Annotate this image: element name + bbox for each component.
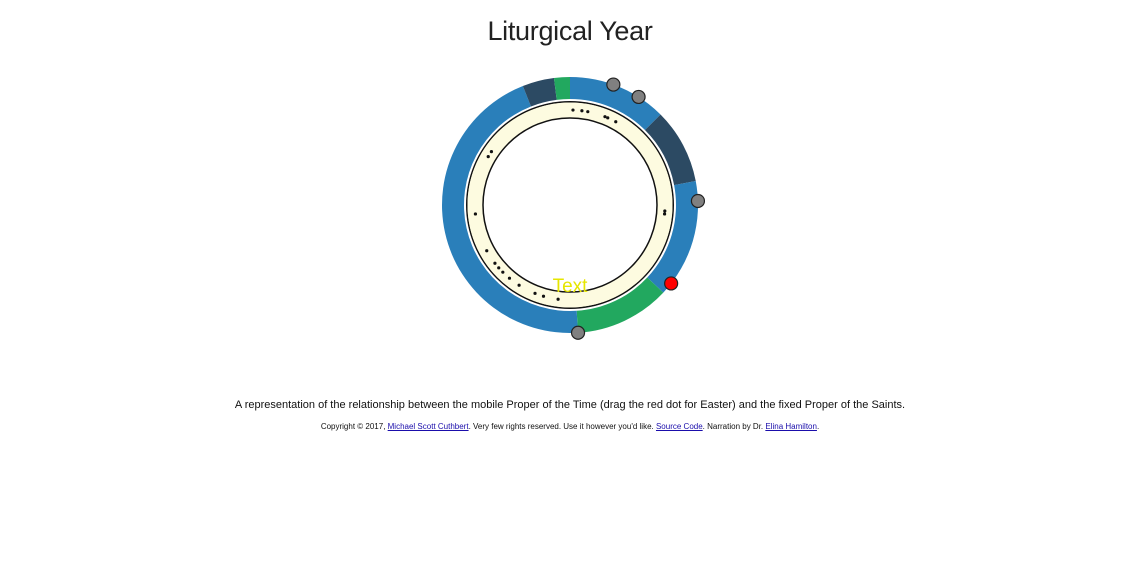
easter-handle[interactable] xyxy=(664,276,679,291)
outer-segment-ordinary xyxy=(441,85,579,334)
saint-day-dot xyxy=(580,109,584,113)
saint-days xyxy=(473,108,667,301)
proper-of-time-outer-ring xyxy=(441,77,698,334)
advent-handle[interactable] xyxy=(606,77,621,92)
saint-day-dot xyxy=(507,276,512,280)
narrator-link[interactable]: Elina Hamilton xyxy=(765,422,817,431)
saint-day-dot xyxy=(485,249,489,253)
saint-day-dot xyxy=(501,270,505,274)
season-handles[interactable] xyxy=(570,77,706,340)
saint-day-dot xyxy=(486,155,490,159)
description: A representation of the relationship bet… xyxy=(234,399,906,411)
saint-day-dot xyxy=(556,297,560,301)
saint-day-dot xyxy=(473,212,478,216)
copyright-suffix: . xyxy=(816,422,820,431)
narration-text: . Narration by Dr. xyxy=(702,422,766,431)
saint-day-dot xyxy=(603,115,607,119)
outer-segment-penitential xyxy=(644,114,696,186)
saint-day-dot xyxy=(533,291,537,295)
saints-ring-inner-border xyxy=(482,117,658,293)
saint-day-dot xyxy=(662,212,667,216)
page-title: Liturgical Year xyxy=(487,16,653,46)
outer-segment-penitential xyxy=(522,78,557,107)
saint-day-dot xyxy=(663,209,667,213)
saint-day-dot xyxy=(571,108,575,112)
saint-day-dot xyxy=(586,110,590,114)
outer-segment-ordinary xyxy=(647,181,698,293)
author-link[interactable]: Michael Scott Cuthbert xyxy=(387,422,469,431)
copyright-footer: Copyright © 2017, Michael Scott Cuthbert… xyxy=(0,422,1140,431)
saint-day-dot xyxy=(614,120,618,124)
liturgical-year-wheel[interactable]: Text xyxy=(420,55,720,355)
copyright-middle: . Very few rights reserved. Use it howev… xyxy=(468,422,656,431)
pentecost-handle[interactable] xyxy=(570,325,586,340)
copyright-prefix: Copyright © 2017, xyxy=(320,422,388,431)
lent-handle[interactable] xyxy=(690,193,706,209)
saint-day-dot xyxy=(497,266,501,270)
saint-day-dot xyxy=(606,116,610,120)
saint-day-dot xyxy=(493,261,497,265)
saint-day-dot xyxy=(541,294,546,298)
saint-day-dot xyxy=(517,283,521,287)
wheel-label: Text xyxy=(553,276,589,297)
outer-segment-ordinary xyxy=(570,77,661,131)
source-code-link[interactable]: Source Code xyxy=(655,422,703,431)
outer-segment-festal xyxy=(553,77,570,100)
christmas-handle[interactable] xyxy=(631,89,646,105)
saint-day-dot xyxy=(489,150,494,154)
outer-segment-festal xyxy=(576,277,664,333)
